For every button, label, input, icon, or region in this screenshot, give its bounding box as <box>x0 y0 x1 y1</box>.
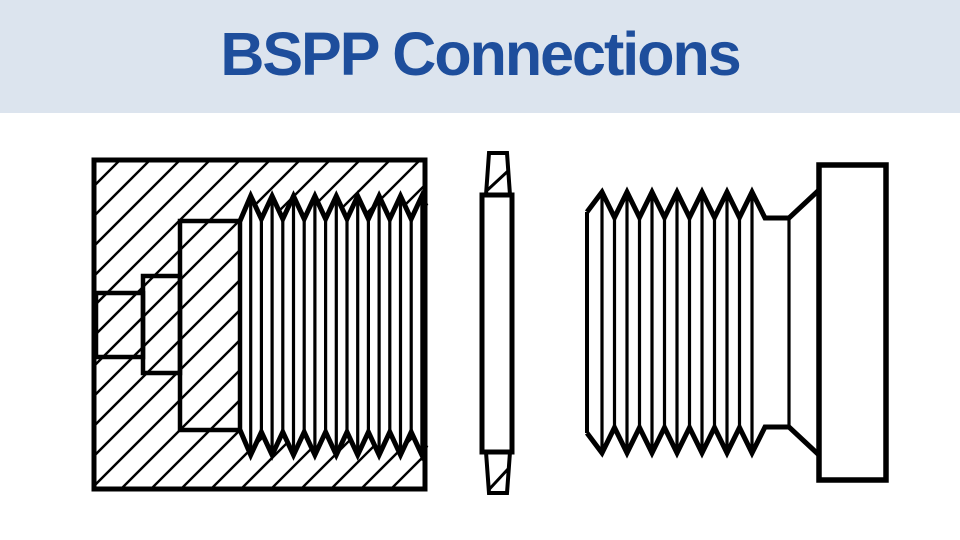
seal-bottom-hatch <box>488 467 510 491</box>
top-internal-thread-profile <box>237 189 429 225</box>
bottom-internal-thread-profile <box>237 426 429 462</box>
female-port-cross-section <box>91 157 429 492</box>
internal-thread-lines <box>249 199 424 452</box>
hex-head <box>816 162 889 483</box>
port-block-border <box>91 157 428 492</box>
bonded-seal <box>479 151 515 495</box>
seal-body <box>479 192 515 455</box>
male-bspp-fitting <box>585 162 889 483</box>
threaded-bore <box>240 219 426 432</box>
title-band: BSPP Connections <box>0 0 960 113</box>
top-external-thread-profile <box>585 186 821 224</box>
seal-top-hatch <box>486 169 510 192</box>
page-title: BSPP Connections <box>220 20 741 88</box>
external-thread-lines <box>600 196 791 449</box>
bottom-external-thread-profile <box>585 421 821 459</box>
